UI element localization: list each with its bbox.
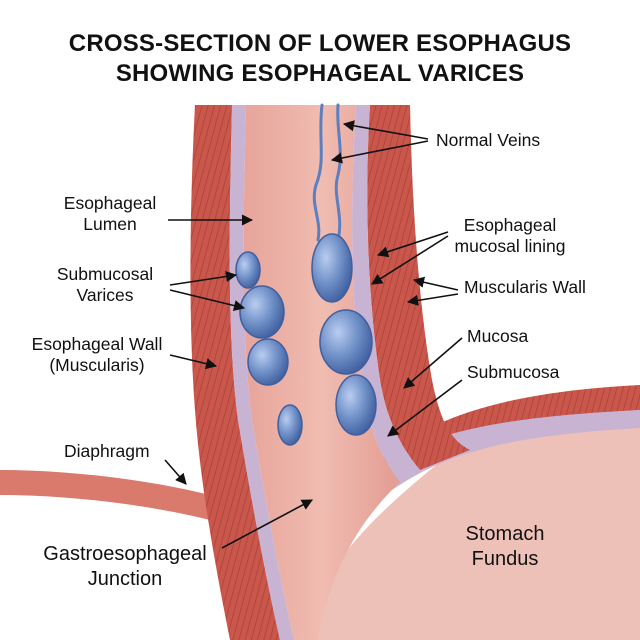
- label-mucosal-lining-line1: Esophageal: [463, 215, 557, 235]
- label-esophageal-wall: Esophageal Wall (Muscularis): [22, 334, 172, 376]
- stomach-wall-layers: [370, 385, 640, 480]
- stomach-submucosa: [360, 410, 640, 495]
- title-line-1: CROSS-SECTION OF LOWER ESOPHAGUS: [68, 30, 572, 57]
- esophageal-lumen-area: [243, 105, 400, 640]
- diaphragm-band: [0, 470, 210, 520]
- label-mucosal-lining-line2: mucosal lining: [454, 236, 566, 256]
- label-ge-junction-line1: Gastroesophageal: [43, 543, 207, 565]
- label-esophageal-wall-line2: (Muscularis): [49, 355, 145, 375]
- label-esophageal-wall-line1: Esophageal Wall: [31, 334, 163, 354]
- label-diaphragm: Diaphragm: [64, 441, 150, 461]
- submucosal-varices-right: [311, 233, 377, 436]
- leader-lines: [164, 120, 463, 549]
- label-gastroesophageal-junction: Gastroesophageal Junction: [30, 542, 220, 592]
- label-submucosal-varices: Submucosal Varices: [40, 264, 170, 306]
- label-stomach-fundus: Stomach Fundus: [450, 522, 560, 572]
- left-muscularis-wall: [190, 105, 280, 640]
- label-normal-veins: Normal Veins: [436, 130, 541, 150]
- label-esophageal-lumen-line1: Esophageal: [63, 193, 157, 213]
- label-esophageal-mucosal-lining: Esophageal mucosal lining: [440, 215, 580, 257]
- label-esophageal-lumen-line2: Lumen: [83, 214, 137, 234]
- label-stomach-fundus-line2: Fundus: [471, 548, 539, 570]
- normal-veins-vessels: [312, 103, 342, 242]
- label-mucosa: Mucosa: [467, 326, 529, 346]
- label-submucosa: Submucosa: [467, 362, 560, 382]
- label-esophageal-lumen: Esophageal Lumen: [50, 193, 170, 235]
- submucosal-varices-left: [235, 251, 303, 446]
- label-muscularis-wall: Muscularis Wall: [464, 277, 586, 297]
- label-ge-junction-line2: Junction: [87, 568, 163, 590]
- label-stomach-fundus-line1: Stomach: [465, 523, 545, 545]
- left-submucosa: [229, 105, 294, 640]
- label-submucosal-varices-line2: Varices: [76, 285, 134, 305]
- title-line-2: SHOWING ESOPHAGEAL VARICES: [115, 60, 525, 87]
- label-submucosal-varices-line1: Submucosal: [56, 264, 154, 284]
- stomach-fundus-region: [280, 395, 640, 640]
